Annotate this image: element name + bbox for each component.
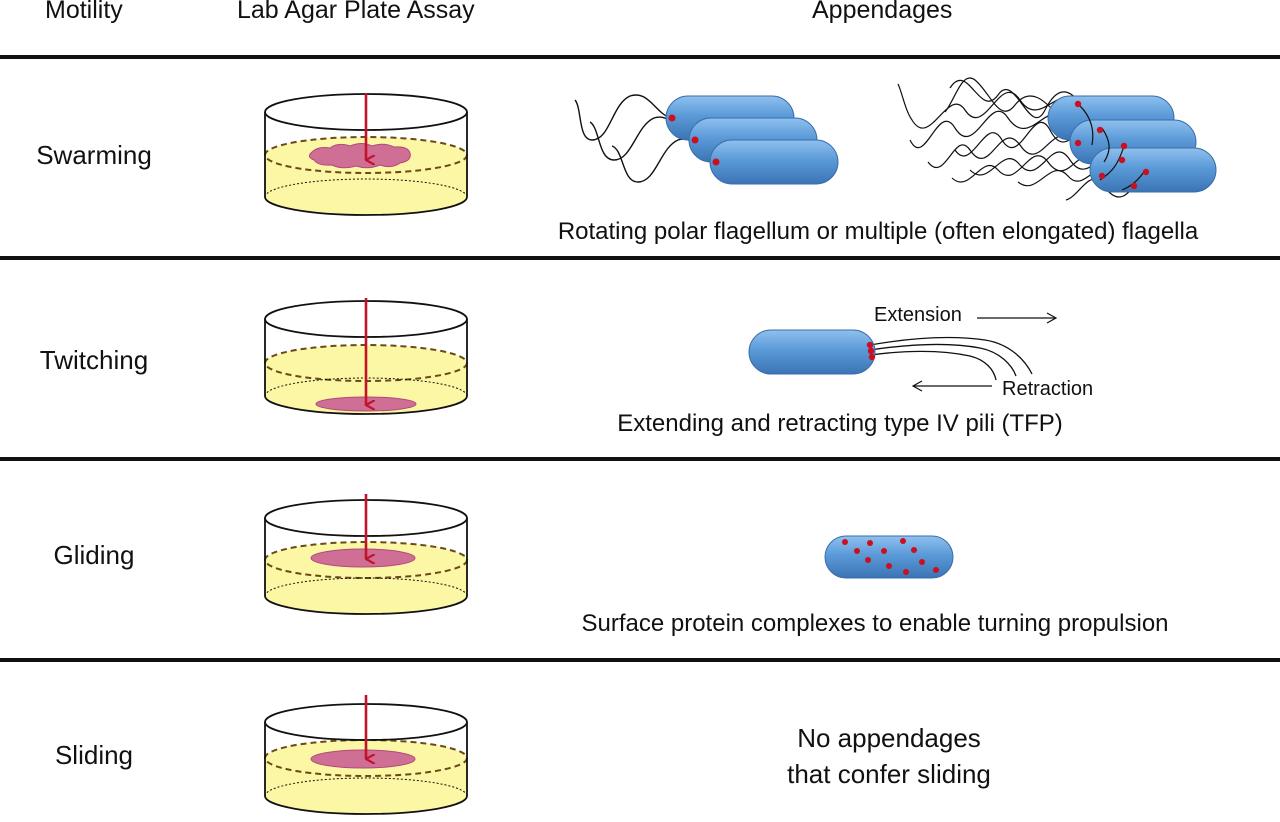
header-motility: Motility [45,0,123,24]
swarming-colony [308,143,411,169]
caption-sliding-line2: that confer sliding [787,759,991,789]
extension-label: Extension [874,304,962,326]
agar-plate-twitching [264,298,468,415]
header-assay: Lab Agar Plate Assay [237,0,475,24]
gliding-cell [824,535,954,579]
caption-sliding-line1: No appendages [797,723,981,753]
peritrichous-cells [1047,95,1217,193]
caption-sliding: No appendages that confer sliding [787,720,991,792]
agar-plate-sliding [264,695,468,815]
divider-row2 [0,457,1280,461]
extension-arrow-icon [977,312,1058,324]
row-label-twitching: Twitching [39,345,149,375]
sliding-colony [310,749,416,769]
row-label-sliding: Sliding [54,740,134,770]
agar-plate-gliding [264,494,468,615]
row-label-swarming: Swarming [36,140,152,170]
caption-twitching: Extending and retracting type IV pili (T… [617,410,1063,437]
divider-header [0,55,1280,59]
twitching-cell [748,329,1033,381]
caption-gliding: Surface protein complexes to enable turn… [581,610,1169,637]
caption-swarming: Rotating polar flagellum or multiple (of… [557,218,1199,245]
row-label-gliding: Gliding [53,540,135,570]
gliding-colony [310,548,416,568]
polar-cells [665,95,839,185]
peritrichous-dots [1074,100,1150,190]
retraction-arrow-icon [911,380,992,392]
divider-row1 [0,256,1280,260]
retraction-label: Retraction [1002,378,1094,400]
agar-plate-swarming [264,93,468,216]
divider-row3 [0,658,1280,662]
header-appendages: Appendages [812,0,953,24]
